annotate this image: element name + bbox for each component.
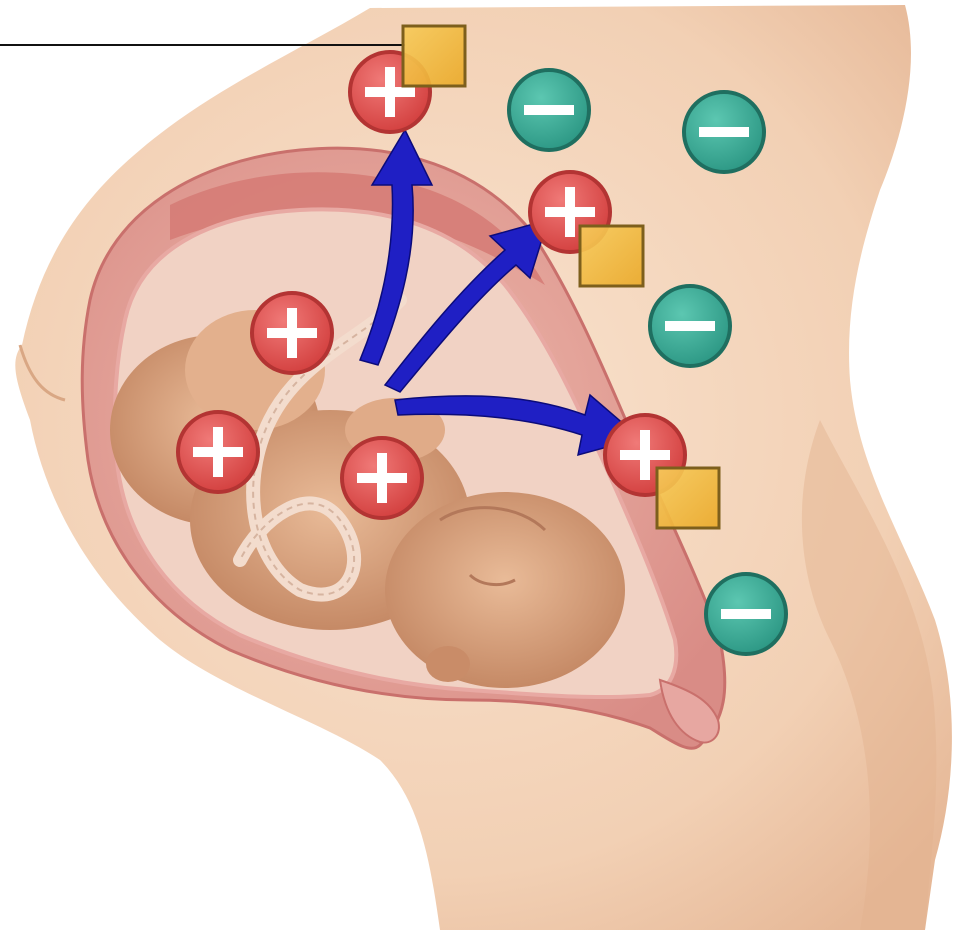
minus-icon — [706, 574, 786, 654]
square-marker-icon — [403, 26, 465, 86]
plus-icon — [342, 438, 422, 518]
plus-icon — [178, 412, 258, 492]
minus-icon — [684, 92, 764, 172]
square-marker-icon — [657, 468, 719, 528]
minus-icon — [509, 70, 589, 150]
plus-icon — [252, 293, 332, 373]
square-marker-icon — [580, 226, 643, 286]
fetus-head — [385, 492, 625, 688]
minus-icon — [650, 286, 730, 366]
fetus-ear — [426, 646, 470, 682]
